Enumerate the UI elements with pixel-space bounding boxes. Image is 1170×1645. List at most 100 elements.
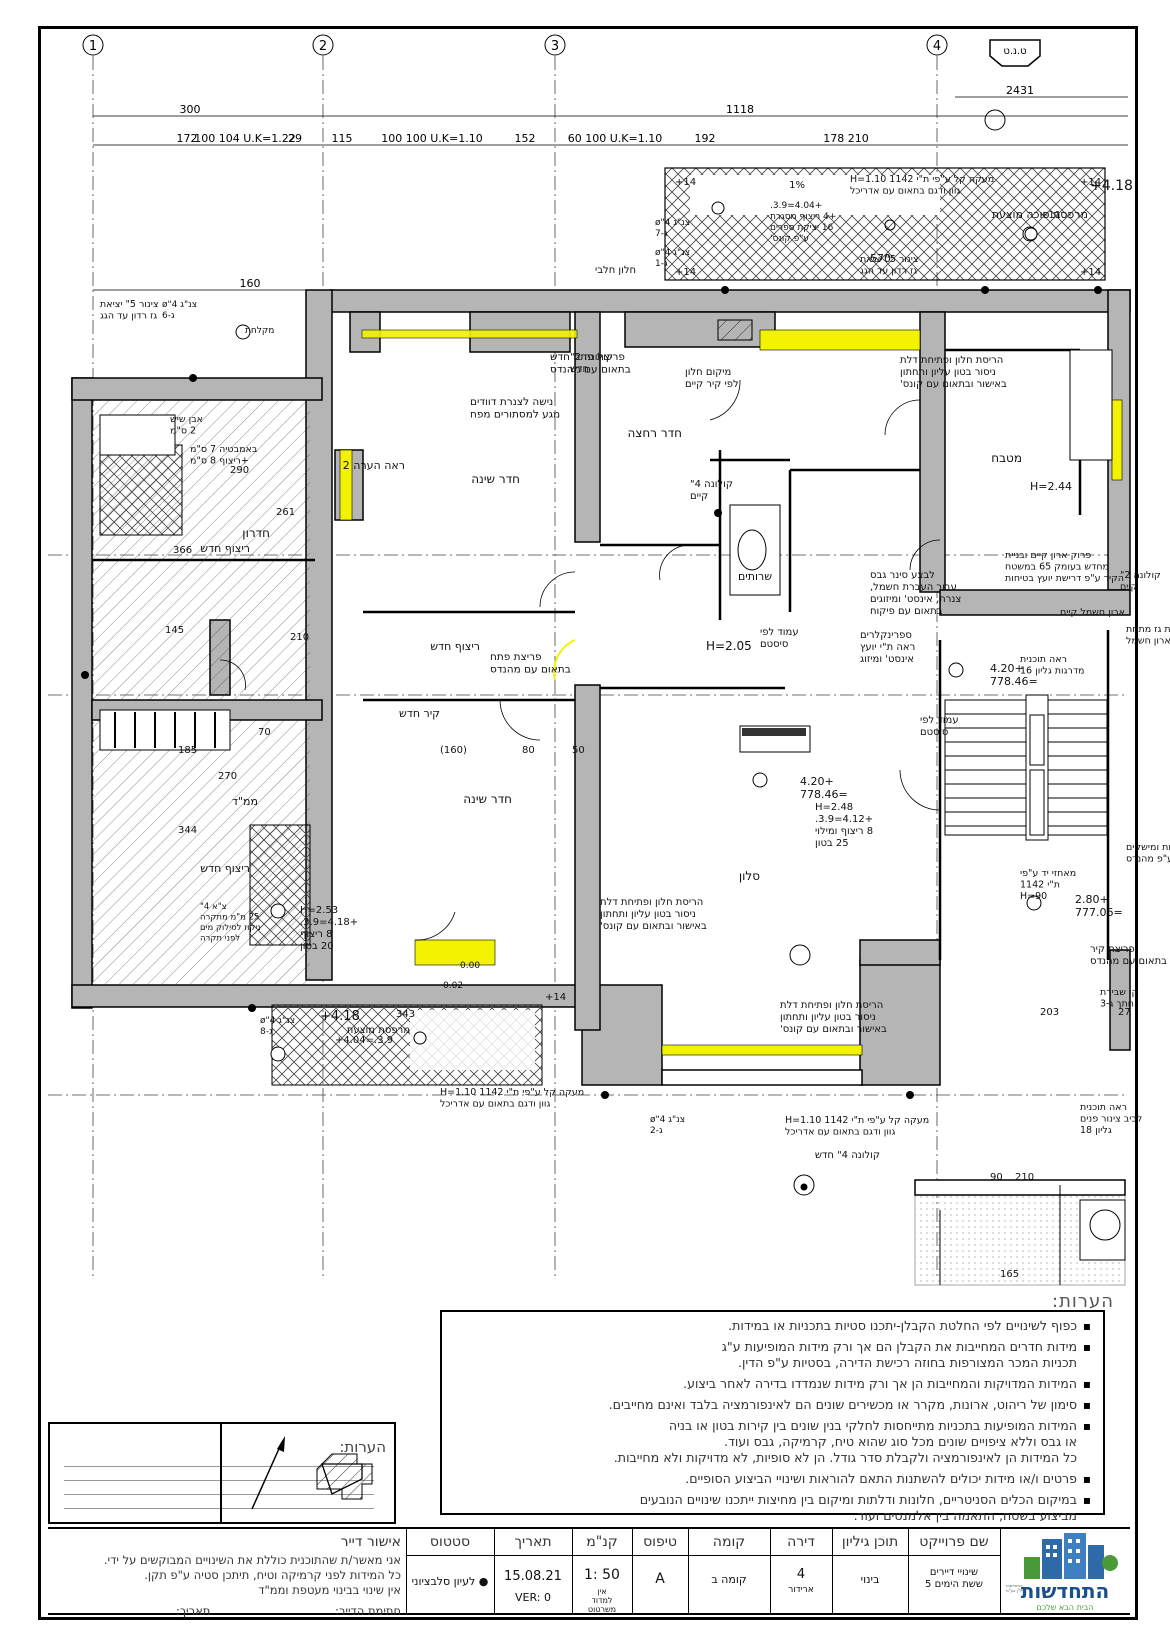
dim-text: 29 [288, 132, 302, 145]
room-label: שרותים [738, 570, 772, 583]
note-item: המידות המדויקות והמחייבות הן אך ורק מידו… [452, 1376, 1091, 1392]
dim-text: 152 [515, 132, 536, 145]
type-header: טיפוס [643, 1534, 677, 1550]
title-block: אישור דייר אני מאשר/ת שהתוכנית כוללת את … [48, 1527, 1130, 1619]
balcony-label: מרפסת מוצעת [347, 1025, 410, 1036]
grid-axis-label: 4 [933, 39, 941, 54]
wall-label: קיר חדש [399, 707, 440, 720]
dim-text: 570 [870, 252, 891, 265]
note-item: פרטים ו/או מידות יכולים להשתנות התאם להו… [452, 1471, 1091, 1487]
floor-value: קומה ב [711, 1573, 747, 1586]
balcony-mark: +14 [675, 177, 696, 188]
dim-text: 60 100 U.K=1.10 [568, 132, 662, 145]
date-value: 15.08.21 [504, 1569, 562, 1584]
logo-tiny: התחדשות נדל"ן בע"מ [1006, 1583, 1026, 1593]
staircase [944, 694, 1108, 841]
level-label: +4.04=‎.3.9 [335, 1035, 393, 1046]
notes-heading: הערות: [1052, 1291, 1114, 1312]
tenant-approval: אישור דייר אני מאשר/ת שהתוכנית כוללת את … [56, 1535, 401, 1619]
level-label: +4.18 [320, 1009, 360, 1024]
grid-axis-label: 1 [89, 39, 97, 54]
tenant-line: כל המידות לפני קרמיקה וטיח, תיתכן סטיה ע… [144, 1568, 401, 1582]
shower-tray [99, 444, 183, 536]
notes-box: כפוף לשינויים לפי החלטת הקבלן-יתכנו סטיו… [440, 1310, 1105, 1523]
type-value: A [655, 1571, 665, 1587]
door-swings [219, 379, 941, 941]
north-arrow-icon [251, 1436, 373, 1510]
balcony-mark: +11 [1040, 210, 1061, 221]
dim-text: 115 [332, 132, 353, 145]
room-label: ממ"ד [232, 795, 258, 808]
plan-note: +2.80=777.06 [1075, 893, 1123, 919]
balcony-slope: 1% [789, 180, 805, 191]
tenant-line: אין שינוי בבינוי מעטפת וממ"ד [258, 1583, 401, 1597]
dim-text: 192 [695, 132, 716, 145]
plan-labels: חדר שינה חדר שינה חדרון חדר רחצה שרותים … [165, 177, 1133, 1280]
note-label: ראה הערה 2 [343, 459, 405, 472]
floor-header: קומה [712, 1534, 746, 1550]
dim-text: 70 [258, 727, 271, 738]
grid-axis-bubbles: 1 2 3 4 [82, 34, 948, 56]
wardrobe-lines [114, 712, 216, 748]
floor-label: ריצוף חדש [200, 862, 250, 875]
shaft [717, 319, 753, 341]
dim-text: (160) [440, 745, 467, 756]
balcony-label: מרפסת סוכה מוצעת [992, 208, 1088, 221]
balcony-mark: +14 [1080, 267, 1101, 278]
dim-text: 27 [1118, 1007, 1131, 1018]
yellow-demolition [339, 329, 1123, 1056]
note-item: המידות המופיעות בתכניות מתייחסות לחלקי ב… [452, 1418, 1091, 1466]
scale-value: 1: 50 [584, 1567, 620, 1583]
flow-markers [81, 286, 1102, 1099]
dim-text: 172 [177, 132, 198, 145]
dim-text: 1118 [726, 103, 754, 116]
toilet [729, 504, 781, 596]
dim-text: 261 [276, 507, 295, 518]
dim-text: 160 [240, 277, 261, 290]
tenant-approval-header: אישור דייר [340, 1534, 401, 1550]
plan-note: באמבטיה 7 ס"מ+ריצוף 8 ס"מ [190, 444, 258, 467]
sheet-header: תוכן גיליון [841, 1534, 899, 1550]
logo-name: התחדשות [1020, 1579, 1110, 1603]
plan-note: ארון חשמל קיים [1060, 607, 1125, 618]
remarks-box: הערות: [48, 1422, 396, 1524]
room-label: חדר שינה [471, 472, 520, 486]
room-label: חדר רחצה [627, 426, 682, 440]
date-header: תאריך [514, 1534, 552, 1550]
dim-text: 344 [178, 825, 197, 836]
note-item: מידות חדרים המחייבות את הקבלן הם אך ורק … [452, 1339, 1091, 1371]
plan-note: +4.20=778.46 [990, 662, 1038, 688]
column-label: קולונה 4" חדש [815, 1150, 880, 1161]
grid-axis-label: 2 [319, 39, 327, 54]
room-label: סלון [739, 869, 760, 883]
plan-note: חלון חלבי [595, 265, 636, 276]
dim-text: 2431 [1006, 84, 1034, 97]
dim-text: 100 100 U.K=1.10 [381, 132, 482, 145]
kitchen-counter [1069, 349, 1113, 461]
dim-text: 145 [165, 625, 184, 636]
dimension-texts: 300 1118 2431 172 100 104 U.K=1.22 29 11… [177, 84, 1035, 290]
balcony-mark: +14 [545, 992, 566, 1003]
